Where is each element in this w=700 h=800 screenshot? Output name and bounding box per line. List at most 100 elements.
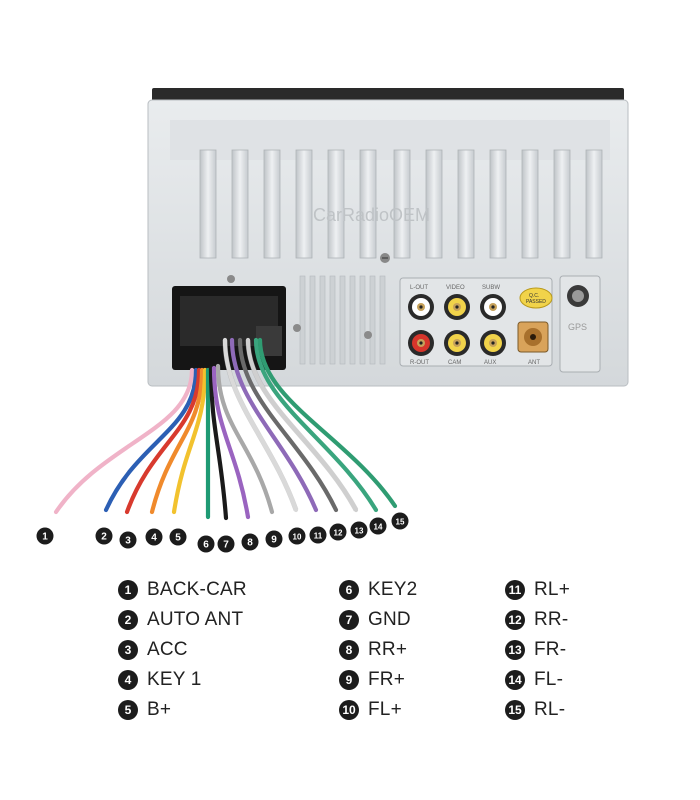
- number-badge: 7: [339, 610, 359, 630]
- vent-rib: [319, 275, 326, 365]
- heatsink-fin: [489, 149, 507, 259]
- number-badge: 9: [339, 670, 359, 690]
- wire-number-label: 4: [151, 533, 157, 544]
- heatsink-fin: [327, 149, 345, 259]
- wire-10: [222, 337, 299, 513]
- wire-number-marker: 14: [369, 517, 387, 535]
- legend-item: 13 FR-: [505, 635, 570, 665]
- number-badge: 3: [118, 640, 138, 660]
- legend-item: 8 RR+: [339, 635, 417, 665]
- legend-label: BACK-CAR: [147, 579, 247, 600]
- number-badge: 15: [505, 700, 525, 720]
- wire-number-label: 5: [175, 533, 181, 544]
- rca-jacks: [408, 294, 506, 356]
- legend-label: FL-: [534, 669, 564, 690]
- legend-label: B+: [147, 699, 172, 720]
- gps-label: GPS: [568, 322, 587, 332]
- legend-item: 5 B+: [118, 695, 247, 725]
- gps-port: GPS: [559, 275, 601, 373]
- legend-label: KEY 1: [147, 669, 202, 690]
- legend-label: RR-: [534, 609, 569, 630]
- side-screw-icon: [227, 275, 372, 339]
- legend-label: ACC: [147, 639, 188, 660]
- wire-number-marker: 3: [119, 531, 137, 549]
- rca-jack: [480, 294, 506, 320]
- wire-14: [253, 337, 379, 513]
- vent-rib: [349, 275, 356, 365]
- legend-label: FR+: [368, 669, 406, 690]
- wire-number-marker: 9: [265, 530, 283, 548]
- wire-13: [245, 337, 359, 513]
- legend-item: 15 RL-: [505, 695, 570, 725]
- wire-11: [229, 337, 319, 513]
- wire-3: [124, 367, 202, 515]
- wire-number-label: 7: [223, 540, 229, 551]
- wire-2: [103, 367, 199, 513]
- wire-1: [53, 367, 195, 515]
- vent-rib: [299, 275, 306, 365]
- jack-label-ant: ANT: [528, 360, 540, 366]
- heatsink-fin: [521, 149, 539, 259]
- rca-jack: [444, 330, 470, 356]
- wire-number-label: 9: [271, 535, 277, 546]
- wire-number-label: 3: [125, 536, 131, 547]
- wire-number-label: 6: [203, 540, 209, 551]
- legend-item: 12 RR-: [505, 605, 570, 635]
- legend-item: 4 KEY 1: [118, 665, 247, 695]
- wire-number-label: 13: [355, 527, 364, 536]
- wire-15: [257, 337, 398, 509]
- jack-label-aux: AUX: [484, 360, 496, 366]
- legend-item: 3 ACC: [118, 635, 247, 665]
- rca-jack: [444, 294, 470, 320]
- wire-number-marker: 4: [145, 528, 163, 546]
- rca-jack: [480, 330, 506, 356]
- wire-number-marker: 2: [95, 527, 113, 545]
- number-badge: 11: [505, 580, 525, 600]
- legend-label: FL+: [368, 699, 402, 720]
- heatsink-fin: [393, 149, 411, 259]
- legend-item: 6 KEY2: [339, 575, 417, 605]
- wire-number-label: 8: [247, 538, 253, 549]
- wire-number-marker: 10: [288, 527, 306, 545]
- rca-jack: [408, 294, 434, 320]
- legend-item: 2 AUTO ANT: [118, 605, 247, 635]
- heatsink-fins: [199, 149, 603, 259]
- wire-number-label: 2: [101, 532, 107, 543]
- legend-item: 11 RL+: [505, 575, 570, 605]
- heatsink-fin: [585, 149, 603, 259]
- rca-panel: L-OUT VIDEO SUBW R-OUT CAM AUX ANT: [399, 277, 553, 367]
- number-badge: 5: [118, 700, 138, 720]
- jack-label-subw: SUBW: [482, 285, 500, 291]
- legend-label: FR-: [534, 639, 567, 660]
- legend-label: RL+: [534, 579, 570, 600]
- vent-rib: [369, 275, 376, 365]
- legend-label: GND: [368, 609, 411, 630]
- number-badge: 12: [505, 610, 525, 630]
- legend-item: 10 FL+: [339, 695, 417, 725]
- wire-number-label: 10: [293, 533, 302, 542]
- wire-4: [149, 367, 205, 515]
- screw-icon: [380, 253, 390, 263]
- heatsink-fin: [425, 149, 443, 259]
- wire-8: [211, 365, 251, 520]
- jack-label-cam: CAM: [448, 360, 461, 366]
- wire-number-marker: 11: [309, 526, 327, 544]
- number-badge: 2: [118, 610, 138, 630]
- heatsink-fin: [359, 149, 377, 259]
- qc-passed-sticker: Q.C. PASSED: [519, 287, 553, 309]
- wire-number-marker: 6: [197, 535, 215, 553]
- wire-number-label: 12: [334, 529, 343, 538]
- heatsink-fin: [295, 149, 313, 259]
- heatsink-fin: [231, 149, 249, 259]
- jack-label-video: VIDEO: [446, 285, 465, 291]
- legend-item: 1 BACK-CAR: [118, 575, 247, 605]
- vent-rib: [339, 275, 346, 365]
- wires: [53, 337, 398, 521]
- wire-7: [208, 365, 229, 521]
- jack-label-l-out: L-OUT: [410, 285, 428, 291]
- number-badge: 10: [339, 700, 359, 720]
- wire-number-label: 14: [374, 523, 383, 532]
- number-badge: 14: [505, 670, 525, 690]
- legend-label: RR+: [368, 639, 408, 660]
- vent-rib: [379, 275, 386, 365]
